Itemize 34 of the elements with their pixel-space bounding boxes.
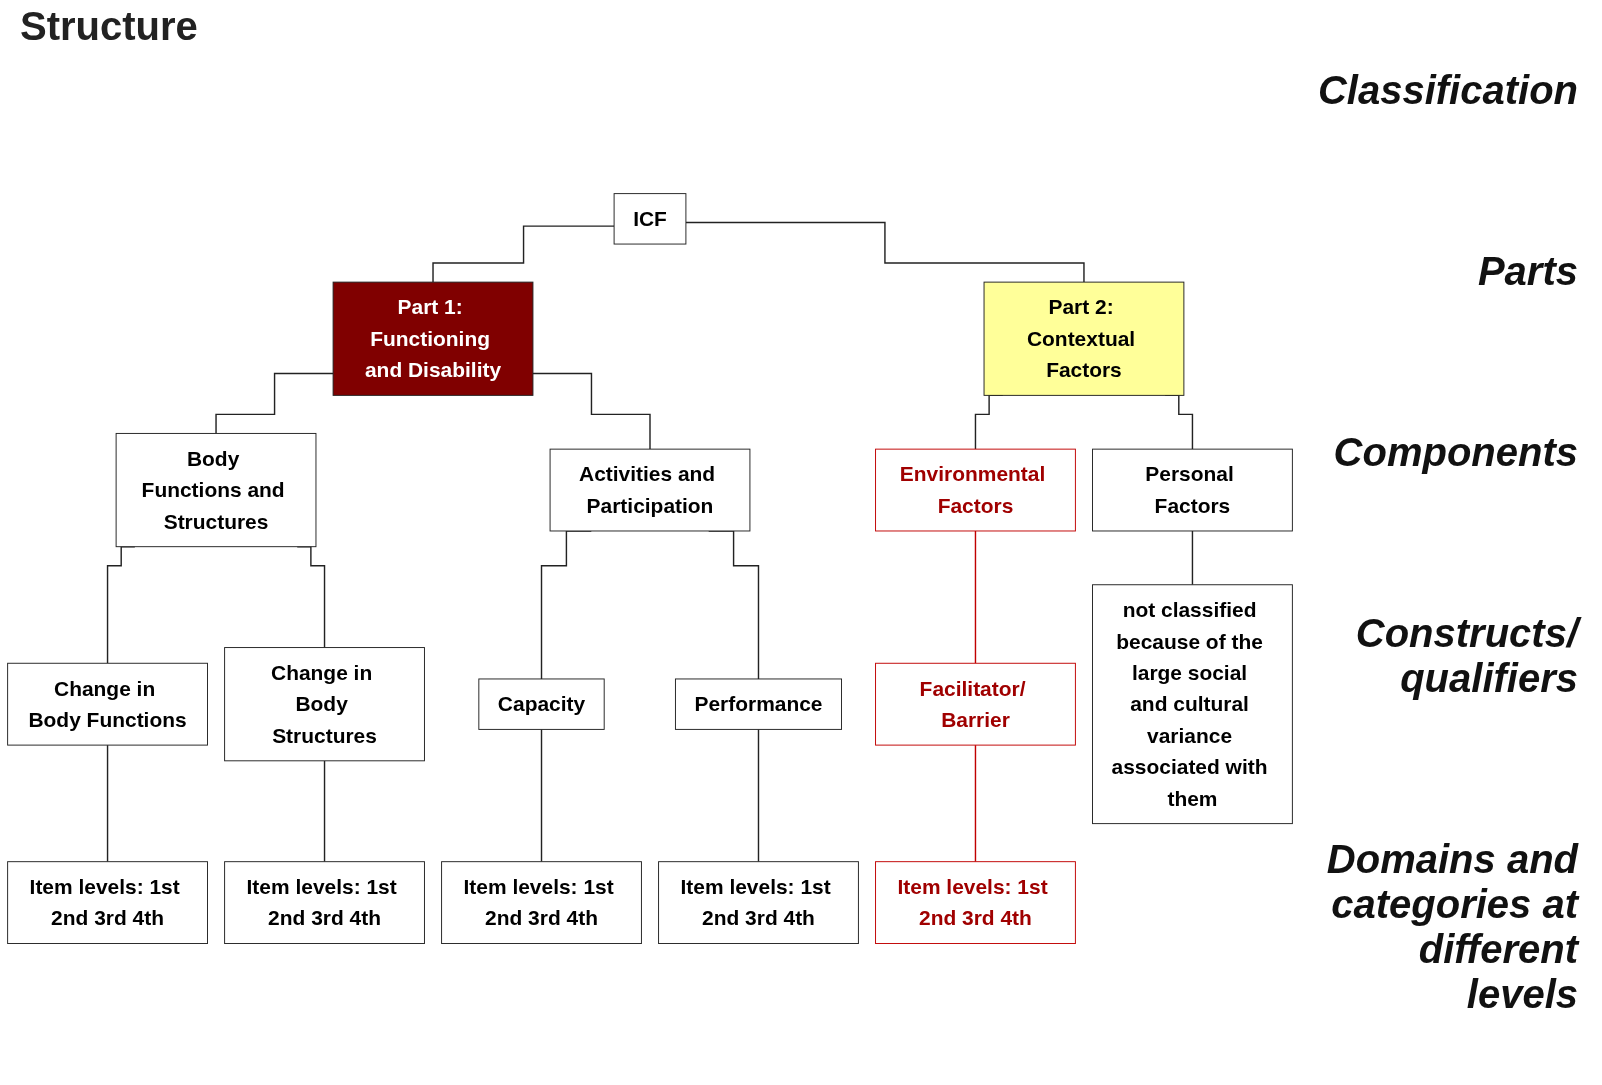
node-box: Facilitator/ Barrier [875, 663, 1076, 746]
connector [757, 729, 760, 863]
connector [974, 530, 977, 665]
node-box: Personal Factors [1092, 449, 1293, 532]
node-box: Change in Body Structures [224, 647, 425, 762]
level-label: Domains and categories at different levels [1325, 837, 1578, 1017]
node-box: Item levels: 1st 2nd 3rd 4th [875, 861, 1076, 945]
node-box: ICF [613, 193, 687, 245]
connector [1191, 530, 1194, 586]
node-box: Item levels: 1st 2nd 3rd 4th [7, 861, 208, 945]
node-box: Performance [674, 678, 842, 731]
connector [540, 729, 543, 863]
level-label: Parts [1477, 249, 1578, 294]
node-box: Item levels: 1st 2nd 3rd 4th [658, 861, 859, 945]
connector [432, 225, 615, 284]
node-box: Item levels: 1st 2nd 3rd 4th [441, 861, 642, 945]
node-box: Capacity [478, 678, 605, 731]
connector [974, 744, 977, 863]
connector [106, 744, 109, 863]
node-box: Body Functions and Structures [115, 433, 317, 548]
connector [532, 373, 651, 451]
node-box: Part 1: Functioning and Disability [332, 282, 534, 397]
node-box: Item levels: 1st 2nd 3rd 4th [224, 861, 425, 945]
connector [323, 760, 326, 863]
slide-title: Structure [19, 3, 199, 50]
node-box: Environmental Factors [875, 449, 1076, 532]
level-label: Components [1333, 430, 1578, 475]
node-box: Activities and Participation [549, 449, 751, 532]
connector [685, 222, 1085, 284]
node-box: not classified because of the large social and cultural variance associated with them [1092, 584, 1293, 825]
connector [215, 373, 334, 435]
level-label: Classification [1317, 68, 1578, 113]
node-box: Part 2: Contextual Factors [983, 282, 1185, 397]
node-box: Change in Body Functions [7, 663, 208, 746]
